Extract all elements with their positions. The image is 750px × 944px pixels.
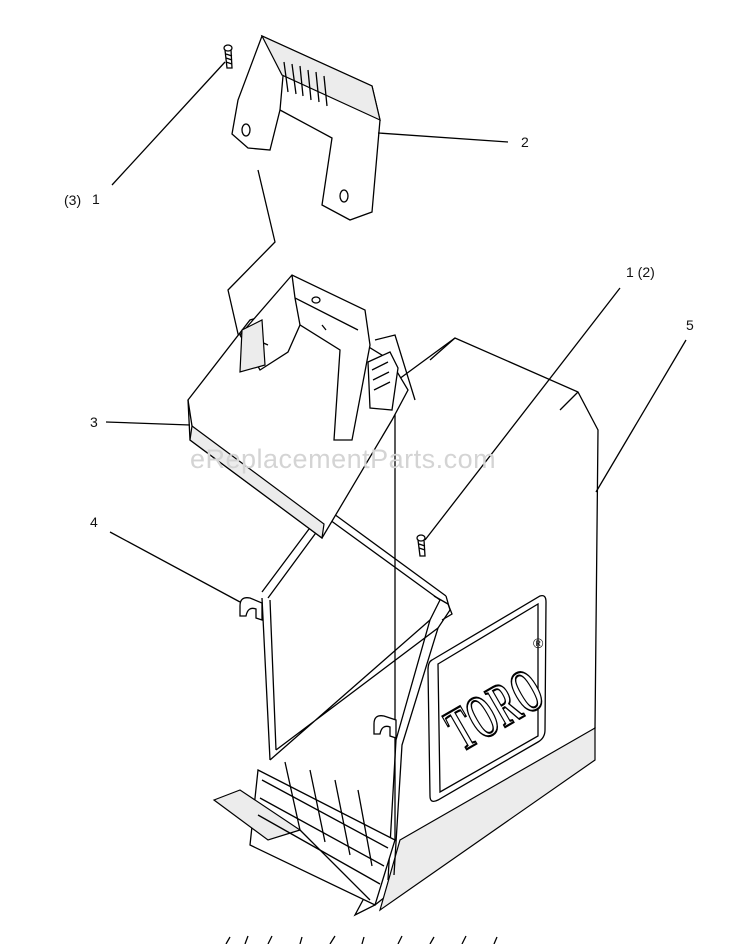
handle-part[interactable] bbox=[231, 34, 381, 221]
frame-top-part[interactable] bbox=[187, 274, 409, 540]
callout-bag-cover: 5 bbox=[686, 317, 694, 333]
alignment-lines-right bbox=[374, 334, 416, 401]
callout-frame: 4 bbox=[90, 514, 98, 530]
callout-screw-top-qty: (3) bbox=[64, 192, 81, 208]
leader-line-screw-right bbox=[424, 287, 621, 541]
callout-screw-top: 1 bbox=[92, 191, 100, 207]
callout-frame-top: 3 bbox=[90, 414, 98, 430]
leader-line-bag-cover bbox=[595, 339, 687, 493]
bag-cover-part[interactable]: TORO ® bbox=[353, 337, 599, 917]
leader-line-frame-top bbox=[105, 421, 191, 426]
callout-screw-right: 1 (2) bbox=[626, 264, 655, 280]
leader-line-frame bbox=[109, 531, 241, 603]
clipped-footer-fragment bbox=[225, 935, 498, 944]
leader-line-handle bbox=[377, 132, 509, 143]
bag-base-tray[interactable] bbox=[212, 761, 396, 906]
screw-right-part[interactable] bbox=[416, 534, 426, 557]
toro-registered-mark: ® bbox=[533, 635, 544, 651]
screw-top-part[interactable] bbox=[223, 44, 233, 69]
alignment-lines bbox=[227, 169, 276, 361]
watermark: eReplacementParts.com bbox=[190, 444, 496, 474]
frame-part[interactable] bbox=[239, 513, 453, 881]
callout-handle: 2 bbox=[521, 134, 529, 150]
leader-line-screw-top bbox=[111, 61, 226, 186]
